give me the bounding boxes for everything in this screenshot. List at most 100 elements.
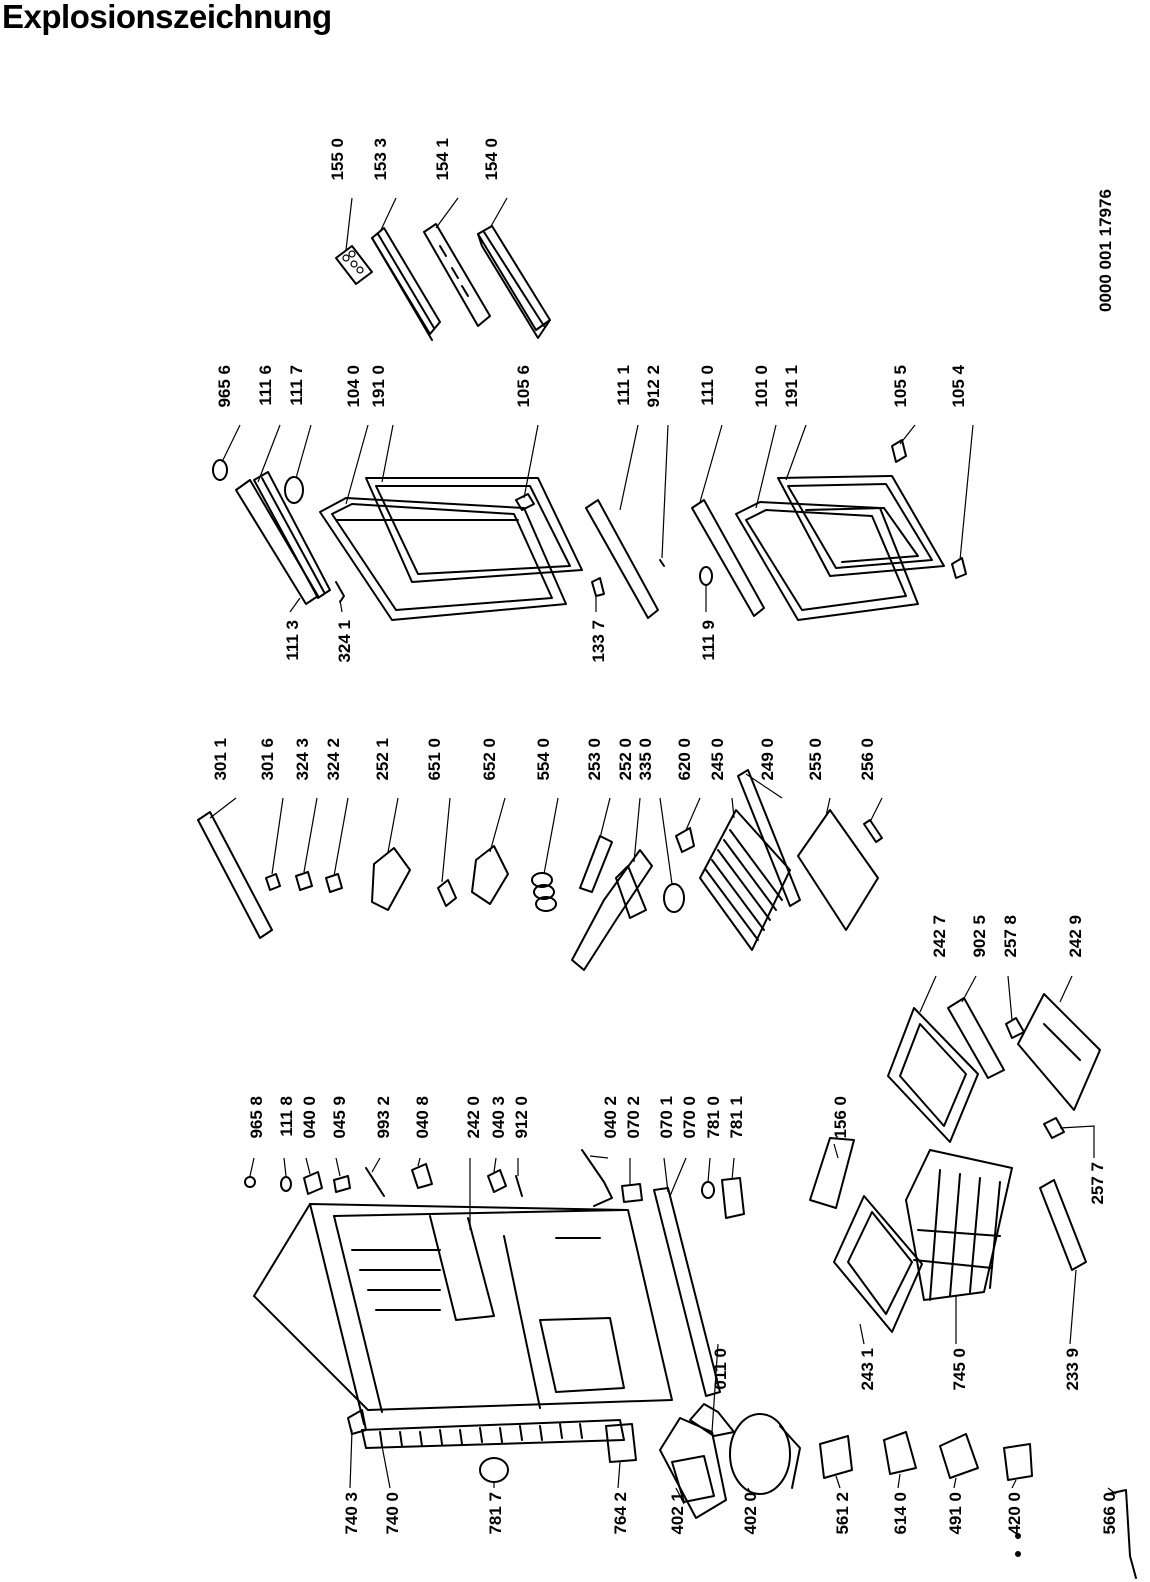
document-number: 0000 001 17976 (1096, 189, 1115, 312)
part-label-p-1910: 191 0 (369, 365, 388, 408)
door-gasket-1910-drawing (365, 477, 583, 583)
part-label-p-6510: 651 0 (425, 738, 444, 781)
part-label-p-0110: 011 0 (711, 1348, 730, 1390)
part-label-p-6520: 652 0 (480, 738, 499, 781)
door-bin-1533-drawing (371, 227, 441, 341)
part-label-p-2420: 242 0 (464, 1096, 483, 1139)
part-label-p-5540: 554 0 (534, 738, 553, 781)
part-label-p-9025: 902 5 (970, 915, 989, 958)
part-label-p-6140: 614 0 (891, 1492, 910, 1535)
condenser-7400-drawing (361, 1419, 625, 1449)
egg-tray-drawing (335, 245, 373, 285)
part-0400-drawing (303, 1171, 323, 1195)
capacitor-4200-drawing (1003, 1443, 1033, 1481)
part-label-p-2577: 257 7 (1088, 1162, 1107, 1205)
crisper-2427-drawing (887, 1007, 979, 1143)
part-3243-drawing (295, 871, 313, 891)
part-2530-drawing (579, 835, 613, 893)
dots (1015, 1533, 1021, 1557)
part-label-p-2521: 252 1 (373, 738, 392, 781)
part-9120-drawing (515, 1175, 523, 1197)
part-label-p-3242: 324 2 (324, 738, 343, 781)
part-label-p-2578: 257 8 (1001, 915, 1020, 958)
part-label-p-2560: 256 0 (858, 738, 877, 781)
part-label-p-1119: 111 9 (699, 620, 718, 661)
freezer-drawer-2431-drawing (833, 1195, 923, 1333)
cabinet-drawing (253, 1203, 673, 1425)
part-label-p-7811: 781 1 (727, 1096, 746, 1139)
power-cord-5660-drawing (1107, 1489, 1137, 1579)
part-label-p-3243: 324 3 (293, 738, 312, 781)
part-9932-drawing (365, 1167, 385, 1197)
part-3016-drawing (265, 873, 281, 891)
rail-2490-drawing (737, 769, 801, 907)
strip-0700-drawing (653, 1187, 721, 1397)
ice-tray-1560-drawing (809, 1137, 855, 1209)
part-label-p-3011: 301 1 (211, 738, 230, 781)
part-7811-drawing (721, 1177, 745, 1219)
part-7642-drawing (605, 1423, 637, 1463)
part-label-p-1054: 105 4 (949, 364, 968, 407)
lower-door-1010-drawing (735, 501, 919, 621)
part-label-p-2431: 243 1 (858, 1348, 877, 1391)
part-label-p-1010: 101 0 (752, 365, 771, 408)
part-0403-drawing (487, 1169, 507, 1193)
thermostat-2521-drawing (371, 847, 411, 911)
part-label-p-1533: 153 3 (371, 138, 390, 181)
part-7810-drawing (701, 1181, 715, 1199)
part-label-p-1118: 111 8 (277, 1096, 296, 1137)
part-label-p-2490: 249 0 (758, 738, 777, 781)
part-label-p-7810: 781 0 (704, 1096, 723, 1139)
part-label-p-1040: 104 0 (344, 365, 363, 408)
part-label-p-0402: 040 2 (601, 1096, 620, 1139)
rail-1111-drawing (585, 499, 659, 619)
leader-lines (209, 197, 1117, 1505)
part-label-p-9120: 912 0 (512, 1096, 531, 1139)
part-label-p-2427: 242 7 (930, 915, 949, 958)
part-2560-drawing (863, 819, 883, 843)
door-bin-1541-drawing (423, 223, 491, 327)
part-9658-drawing (244, 1176, 256, 1188)
part-label-p-1110: 111 0 (698, 365, 717, 406)
hinge-0402-drawing (581, 1149, 613, 1207)
part-label-p-1117: 111 7 (287, 365, 306, 406)
part-label-p-2450: 245 0 (708, 738, 727, 781)
part-label-p-9932: 993 2 (374, 1096, 393, 1139)
rail-1110-drawing (691, 499, 765, 617)
part-label-p-7817: 781 7 (486, 1492, 505, 1535)
relay-5612-drawing (819, 1435, 853, 1479)
part-label-p-4910: 491 0 (946, 1492, 965, 1535)
part-2577-drawing (1043, 1117, 1065, 1139)
part-label-p-5660: 566 0 (1100, 1492, 1119, 1535)
part-label-p-2520: 252 0 (616, 738, 635, 781)
part-label-p-0403: 040 3 (489, 1096, 508, 1139)
part-label-p-1550: 155 0 (328, 138, 347, 181)
clip-3241-drawing (335, 581, 345, 603)
part-label-p-3350: 335 0 (636, 738, 655, 781)
part-label-p-2530: 253 0 (585, 738, 604, 781)
part-label-p-3016: 301 6 (258, 738, 277, 781)
part-label-p-1560: 156 0 (831, 1096, 850, 1139)
part-label-p-7450: 745 0 (950, 1348, 969, 1391)
crisper-2429-drawing (1017, 993, 1101, 1111)
part-6510-drawing (437, 879, 457, 907)
part-label-p-0400: 040 0 (300, 1096, 319, 1139)
part-label-p-3241: 324 1 (335, 620, 354, 663)
wire-shelf-2450-drawing (699, 809, 791, 951)
hinge-1055-drawing (891, 439, 907, 463)
hinge-1054-drawing (951, 557, 967, 579)
part-label-p-4021: 402 1 (668, 1492, 687, 1535)
part-label-p-9122: 912 2 (644, 365, 663, 408)
part-label-p-4200: 420 0 (1005, 1492, 1024, 1535)
part-2578-drawing (1005, 1017, 1025, 1039)
part-label-p-1056: 105 6 (514, 365, 533, 408)
part-1337-drawing (591, 577, 605, 597)
part-label-p-2339: 233 9 (1063, 1348, 1082, 1391)
part-label-p-4020: 402 0 (741, 1492, 760, 1535)
part-label-p-1055: 105 5 (891, 365, 910, 408)
part-label-p-1541: 154 1 (433, 138, 452, 181)
foot-0110-drawing (689, 1403, 735, 1437)
part-0408-drawing (411, 1163, 433, 1189)
